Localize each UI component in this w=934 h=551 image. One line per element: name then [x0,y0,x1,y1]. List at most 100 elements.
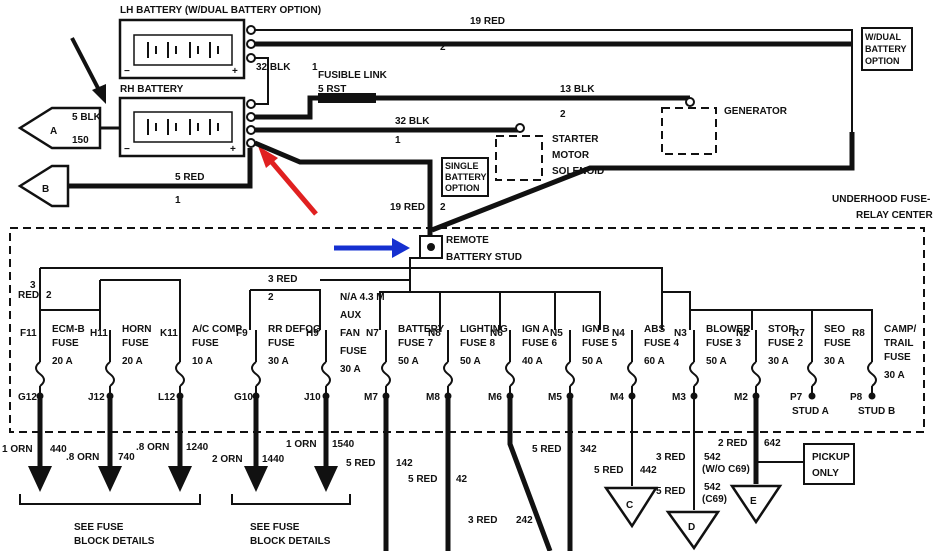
fuse-pin-top: N6 [490,328,503,339]
rh-battery-title: RH BATTERY [120,84,184,95]
fuse-pin-bottom: L12 [158,392,176,403]
fuse-pin-top: N5 [550,328,563,339]
generator-box [661,107,717,155]
fuse-name: CAMP/ [884,324,916,335]
fuse-name: IGN B [582,324,610,335]
fuse-symbol-icon [251,361,261,387]
connector-b [17,148,253,208]
fuse-rating: 30 A [884,370,905,381]
connector-e-label: E [750,496,757,507]
fuse-name: ABS [644,324,665,335]
fuse-name: STOP [768,324,795,335]
wire-150: 150 [72,135,89,146]
black-arrow-icon [70,37,106,104]
stud-b: STUD B [858,406,895,417]
pickup-1: PICKUP [812,452,850,463]
fuse-pin-bottom: J10 [304,392,321,403]
fuse-pin-top: N4 [612,328,625,339]
dual-battery-box [861,27,913,71]
fuse-symbol-icon [627,361,637,387]
battery-stud-label: BATTERY STUD [446,252,522,263]
fuse-rating: 30 A [824,356,845,367]
dual-battery-2: BATTERY [865,44,907,54]
starter-label-1: STARTER [552,134,599,145]
wire-32blk-b: 32 BLK [395,116,430,127]
wire-2-d: 2 [46,290,52,301]
aux-rating: 30 A [340,364,361,375]
fuse-rating: 50 A [706,356,727,367]
bw-2red: 2 RED [718,438,747,449]
wire-19red-b: 19 RED [390,202,425,213]
bw-440: 440 [50,444,67,455]
generator-label: GENERATOR [724,106,788,117]
fuse-pin-bottom: M2 [734,392,748,403]
fuse-rating: 10 A [192,356,213,367]
wire-32blk-a: 32 BLK [256,62,291,73]
relay-center-box [9,227,925,433]
fuse-pin-top: N3 [674,328,687,339]
top-wiring [254,29,855,240]
fuse-pin-top: K11 [160,328,178,339]
starter-box [495,135,543,181]
fuse-name: FUSE [268,338,295,349]
fuse-pin-top: R7 [792,328,805,339]
connector-e [729,484,783,525]
fuse-symbol-icon [321,361,331,387]
fuse-name: FUSE [824,338,851,349]
fuse-pin-top: H11 [90,328,108,339]
aux-fan: FAN [340,328,360,339]
remote-stud [427,243,435,251]
fuse-name: IGN A [522,324,549,335]
fuse-rating: 20 A [122,356,143,367]
fuse-pin-bottom: M4 [610,392,624,403]
fuse-name: FUSE [122,338,149,349]
wire-3red: 3 RED [268,274,297,285]
fuse-name: RR DEFOG [268,324,321,335]
wire-3: 3 [30,280,36,291]
fuse-name: FUSE 5 [582,338,617,349]
fuse-name: FUSE 4 [644,338,679,349]
fuse-pin-bottom: P8 [850,392,863,403]
bw-1orn: 1 ORN [2,444,33,455]
lh-battery [118,18,256,80]
see-fuse-2b: BLOCK DETAILS [250,536,331,547]
rh-battery-pos: + [230,144,236,155]
relay-center-title-2: RELAY CENTER [856,210,933,221]
bw-1240: 1240 [186,442,209,453]
fuse-pin-bottom: M5 [548,392,562,403]
fuse-name: HORN [122,324,151,335]
see-fuse-1b: BLOCK DETAILS [74,536,155,547]
starter-label-3: SOLENOID [552,166,604,177]
wire-2-b: 2 [560,109,566,120]
fuse-symbol-icon [105,361,115,387]
wire-1-a: 1 [312,62,318,73]
red-arrow-icon [258,146,318,216]
bus-lines [39,257,873,330]
single-battery-3: OPTION [445,183,480,193]
fuse-name: FUSE 2 [768,338,803,349]
bw-442: 442 [640,465,657,476]
fuse-pin-top: R8 [852,328,865,339]
fuse-rating: 30 A [768,356,789,367]
fuse-symbol-icon [565,361,575,387]
lh-battery-neg: − [124,66,130,77]
single-battery-2: BATTERY [445,172,487,182]
fuse-symbol-icon [175,361,185,387]
fuse-name: SEO [824,324,845,335]
wire-5rst: 5 RST [318,84,346,95]
bw-542: 542 [704,452,721,463]
fuse-pin-bottom: J12 [88,392,105,403]
wire-5red: 5 RED [175,172,204,183]
wire-2-c: 2 [440,202,446,213]
fuse-symbol-icon [867,361,877,387]
fuse-symbol-icon [381,361,391,387]
fuse-name: FUSE [192,338,219,349]
fuse-rating: 50 A [460,356,481,367]
